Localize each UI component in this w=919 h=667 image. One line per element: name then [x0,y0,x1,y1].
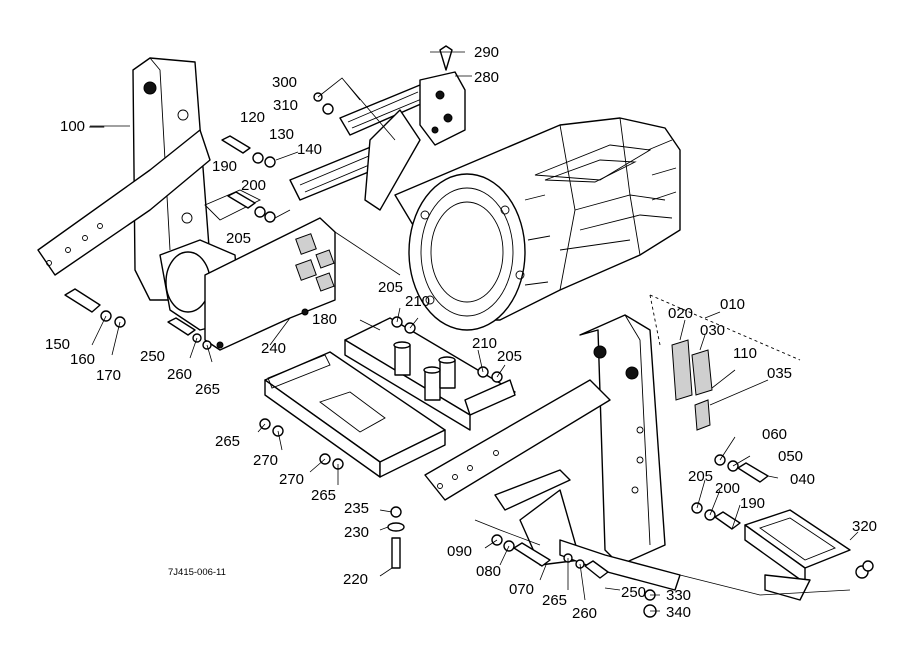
callout-110: 110 [733,345,757,362]
callout-190-upper: 190 [212,158,237,175]
fasteners [64,92,769,618]
callout-090: 090 [447,543,472,560]
callout-250-left: 250 [140,348,165,365]
callout-265-right: 265 [542,592,567,609]
callout-265-low: 265 [311,487,336,504]
callout-205-centre: 205 [378,279,403,296]
callout-310: 310 [273,97,298,114]
part-280-bracket [419,45,466,146]
callout-230: 230 [344,524,369,541]
callout-280: 280 [474,69,499,86]
callout-010: 010 [720,296,745,313]
callout-190-far: 190 [740,495,765,512]
transmission-housing [394,117,681,331]
callout-330: 330 [666,587,691,604]
callout-120: 120 [240,109,265,126]
callout-270-mid: 270 [253,452,278,469]
callout-260-right: 260 [572,605,597,622]
callout-020: 020 [668,305,693,322]
callout-200-upper: 200 [241,177,266,194]
callout-210-centre: 210 [405,293,430,310]
callout-205-right: 205 [497,348,522,365]
callout-060: 060 [762,426,787,443]
right-frame [424,314,681,591]
callout-265-mid: 265 [215,433,240,450]
callout-130: 130 [269,126,294,143]
callout-270-low: 270 [279,471,304,488]
callout-205-upper: 205 [226,230,251,247]
part-240-base-plate [264,351,446,478]
callout-265-left: 265 [195,381,220,398]
callout-205-far: 205 [688,468,713,485]
callout-220: 220 [343,571,368,588]
shims [671,339,713,431]
callout-320: 320 [852,518,877,535]
callout-170: 170 [96,367,121,384]
part-100-left-frame [37,57,262,331]
callout-300: 300 [272,74,297,91]
callout-140: 140 [297,141,322,158]
callout-250-right: 250 [621,584,646,601]
callout-100: 100 — [60,118,104,135]
callout-050: 050 [778,448,803,465]
callout-035: 035 [767,365,792,382]
part-320-step [744,509,874,601]
callout-labels: 290 280 300 310 100 — 120 130 140 190 20… [45,44,877,622]
callout-210-right: 210 [472,335,497,352]
callout-070: 070 [509,581,534,598]
callout-180: 180 [312,311,337,328]
callout-160: 160 [70,351,95,368]
callout-080: 080 [476,563,501,580]
leader-lines [90,51,859,612]
drawing-code: 7J415-006-11 [168,567,226,578]
step-plates-upper [289,84,431,211]
callout-235: 235 [344,500,369,517]
callout-340: 340 [666,604,691,621]
callout-240: 240 [261,340,286,357]
callout-040: 040 [790,471,815,488]
callout-150: 150 [45,336,70,353]
callout-290: 290 [474,44,499,61]
callout-260-left: 260 [167,366,192,383]
callout-030: 030 [700,322,725,339]
part-180-support [344,317,516,431]
callout-200-far: 200 [715,480,740,497]
cushion-brackets [204,217,336,351]
